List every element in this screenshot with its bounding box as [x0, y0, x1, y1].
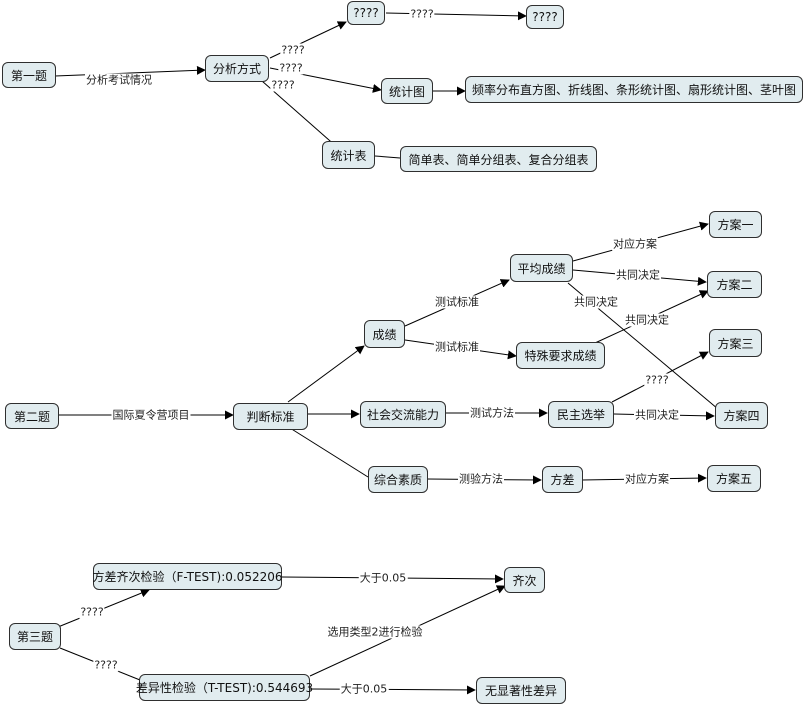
node-homogeneous[interactable]: 齐次 [504, 567, 545, 593]
node-overall-quality[interactable]: 综合素质 [368, 466, 428, 493]
node-q1[interactable]: 第一题 [2, 62, 56, 88]
node-q2[interactable]: 第二题 [5, 403, 59, 429]
node-special-score[interactable]: 特殊要求成绩 [516, 342, 605, 369]
node-unknown-b[interactable]: ???? [526, 5, 564, 29]
node-plan-1[interactable]: 方案一 [709, 211, 762, 238]
node-plan-4[interactable]: 方案四 [715, 402, 768, 429]
label-q3-ftest: ???? [79, 605, 105, 619]
node-chart-types[interactable]: 频率分布直方图、折线图、条形统计图、扇形统计图、茎叶图 [465, 76, 803, 103]
label-q3-ttest: ???? [93, 658, 119, 672]
node-avg-score[interactable]: 平均成绩 [510, 254, 573, 282]
label-method-3: ???? [270, 78, 296, 92]
node-plan-5[interactable]: 方案五 [707, 465, 761, 492]
label-method-1: ???? [280, 43, 306, 57]
node-plan-2[interactable]: 方案二 [707, 271, 762, 298]
label-quiz-method: 测验方法 [458, 472, 504, 486]
label-joint-decision-1: 共同决定 [615, 268, 661, 282]
label-joint-decision-2: 共同决定 [573, 295, 619, 309]
node-variance[interactable]: 方差 [542, 466, 583, 493]
node-analysis-method[interactable]: 分析方式 [205, 55, 269, 82]
node-stat-chart[interactable]: 统计图 [381, 78, 433, 104]
label-test-standard-2: 测试标准 [434, 340, 480, 354]
edge-criteria-score [287, 345, 365, 403]
edge-criteria-overall [289, 427, 369, 478]
node-t-test[interactable]: 差异性检验（T-TEST):0.544693 [136, 674, 313, 701]
label-unknown-link: ???? [409, 7, 435, 21]
label-joint-decision-3: 共同决定 [624, 313, 670, 327]
label-analyze-exam: 分析考试情况 [85, 73, 153, 87]
node-no-significant-difference[interactable]: 无显著性差异 [476, 677, 566, 704]
label-corresponding-plan-2: 对应方案 [624, 472, 670, 486]
label-corresponding-plan-1: 对应方案 [612, 237, 658, 251]
label-election-unknown: ???? [644, 373, 670, 387]
label-summer-camp: 国际夏令营项目 [111, 408, 191, 422]
node-criteria[interactable]: 判断标准 [233, 403, 308, 430]
label-test-method: 测试方法 [469, 406, 515, 420]
edge-table-types [374, 155, 401, 159]
node-plan-3[interactable]: 方案三 [709, 329, 762, 357]
label-greater-than-2: 大于0.05 [339, 682, 389, 696]
node-f-test[interactable]: 方差齐次检验（F-TEST):0.052206 [93, 563, 283, 590]
edge-ttest-nosig [309, 685, 476, 695]
label-greater-than-1: 大于0.05 [358, 571, 408, 585]
label-test-standard-1: 测试标准 [434, 295, 480, 309]
edge-unknown-unknown [385, 11, 527, 21]
node-q3[interactable]: 第三题 [9, 623, 61, 650]
label-method-2: ???? [278, 61, 304, 75]
node-unknown-a[interactable]: ???? [347, 1, 385, 25]
node-election[interactable]: 民主选举 [548, 401, 614, 428]
node-stat-table[interactable]: 统计表 [322, 141, 375, 169]
label-type2-test: 选用类型2进行检验 [326, 625, 424, 639]
label-joint-decision-4: 共同决定 [634, 408, 680, 422]
edge-q1-method [54, 65, 206, 77]
node-social-ability[interactable]: 社会交流能力 [360, 401, 446, 428]
node-table-types[interactable]: 简单表、简单分组表、复合分组表 [400, 146, 597, 172]
node-score[interactable]: 成绩 [364, 320, 405, 348]
